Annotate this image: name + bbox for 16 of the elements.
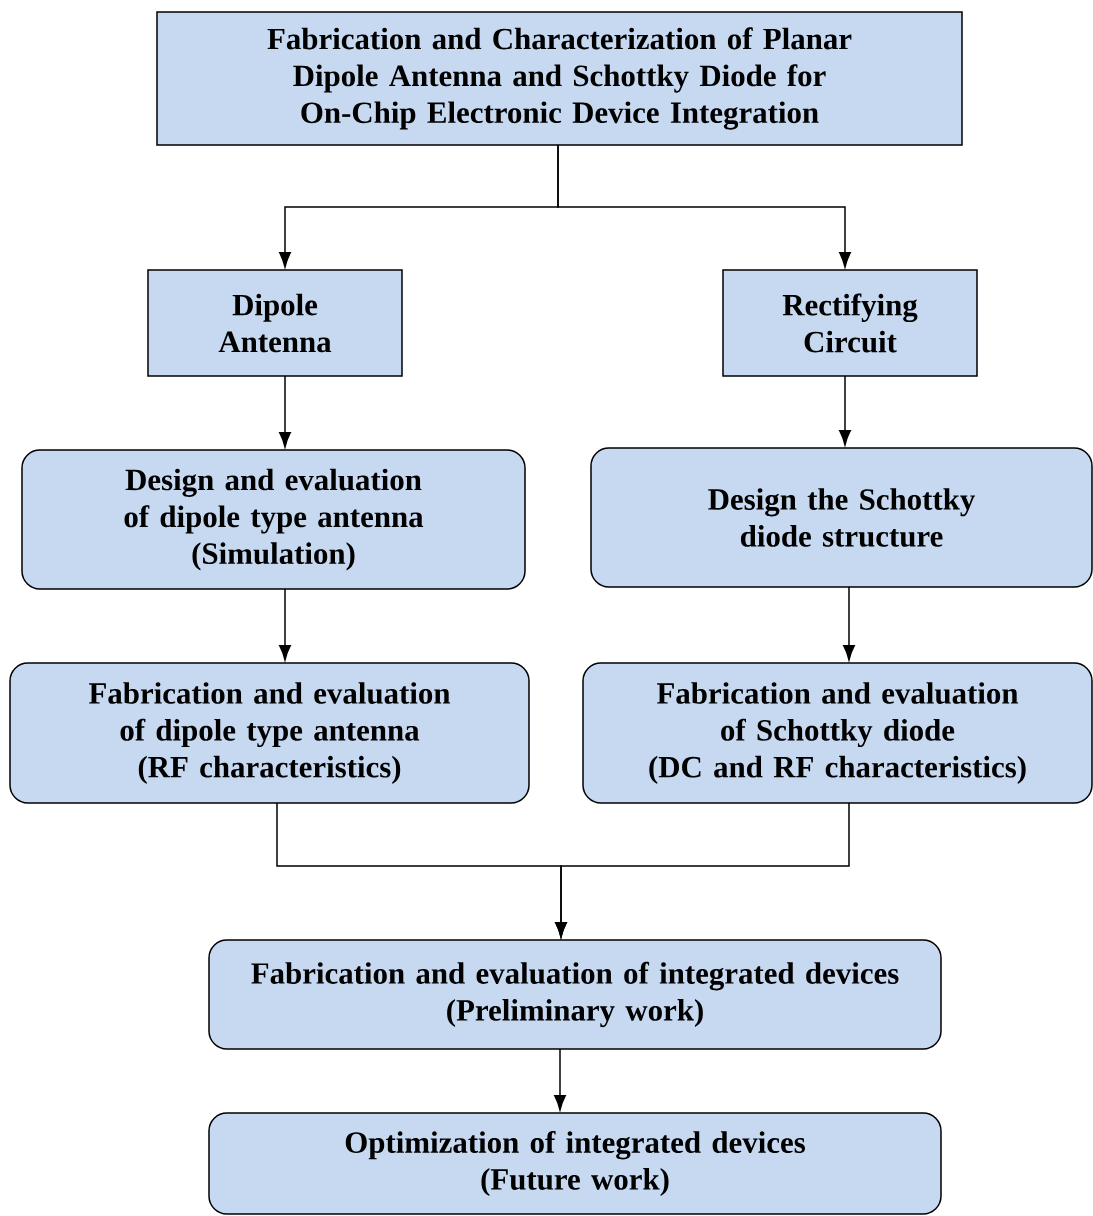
arrow [555,802,850,938]
step-box: Design the Schottky diode structure [590,447,1093,588]
arrow [843,586,855,661]
step-box: Optimization of integrated devices (Future work) [208,1112,942,1215]
step-box: Fabrication and evaluation of dipole type antenna (RF characteristics) [9,662,530,804]
arrow [839,375,851,446]
arrow [279,588,291,661]
arrow [279,375,291,448]
arrow [554,1048,566,1111]
process-box: Dipole Antenna [147,269,403,377]
step-box: Fabrication and evaluation of Schottky diode (DC and RF characteristics) [582,662,1093,804]
title-box: Fabrication and Characterization of Planar Dipole Antenna and Schottky Diode for On-Chip Electronic Device Integration [156,11,963,146]
arrow [557,144,851,268]
step-box: Fabrication and evaluation of integrated devices (Preliminary work) [208,939,942,1050]
process-box: Rectifying Circuit [722,269,978,377]
step-box: Design and evaluation of dipole type antenna (Simulation) [21,449,526,590]
